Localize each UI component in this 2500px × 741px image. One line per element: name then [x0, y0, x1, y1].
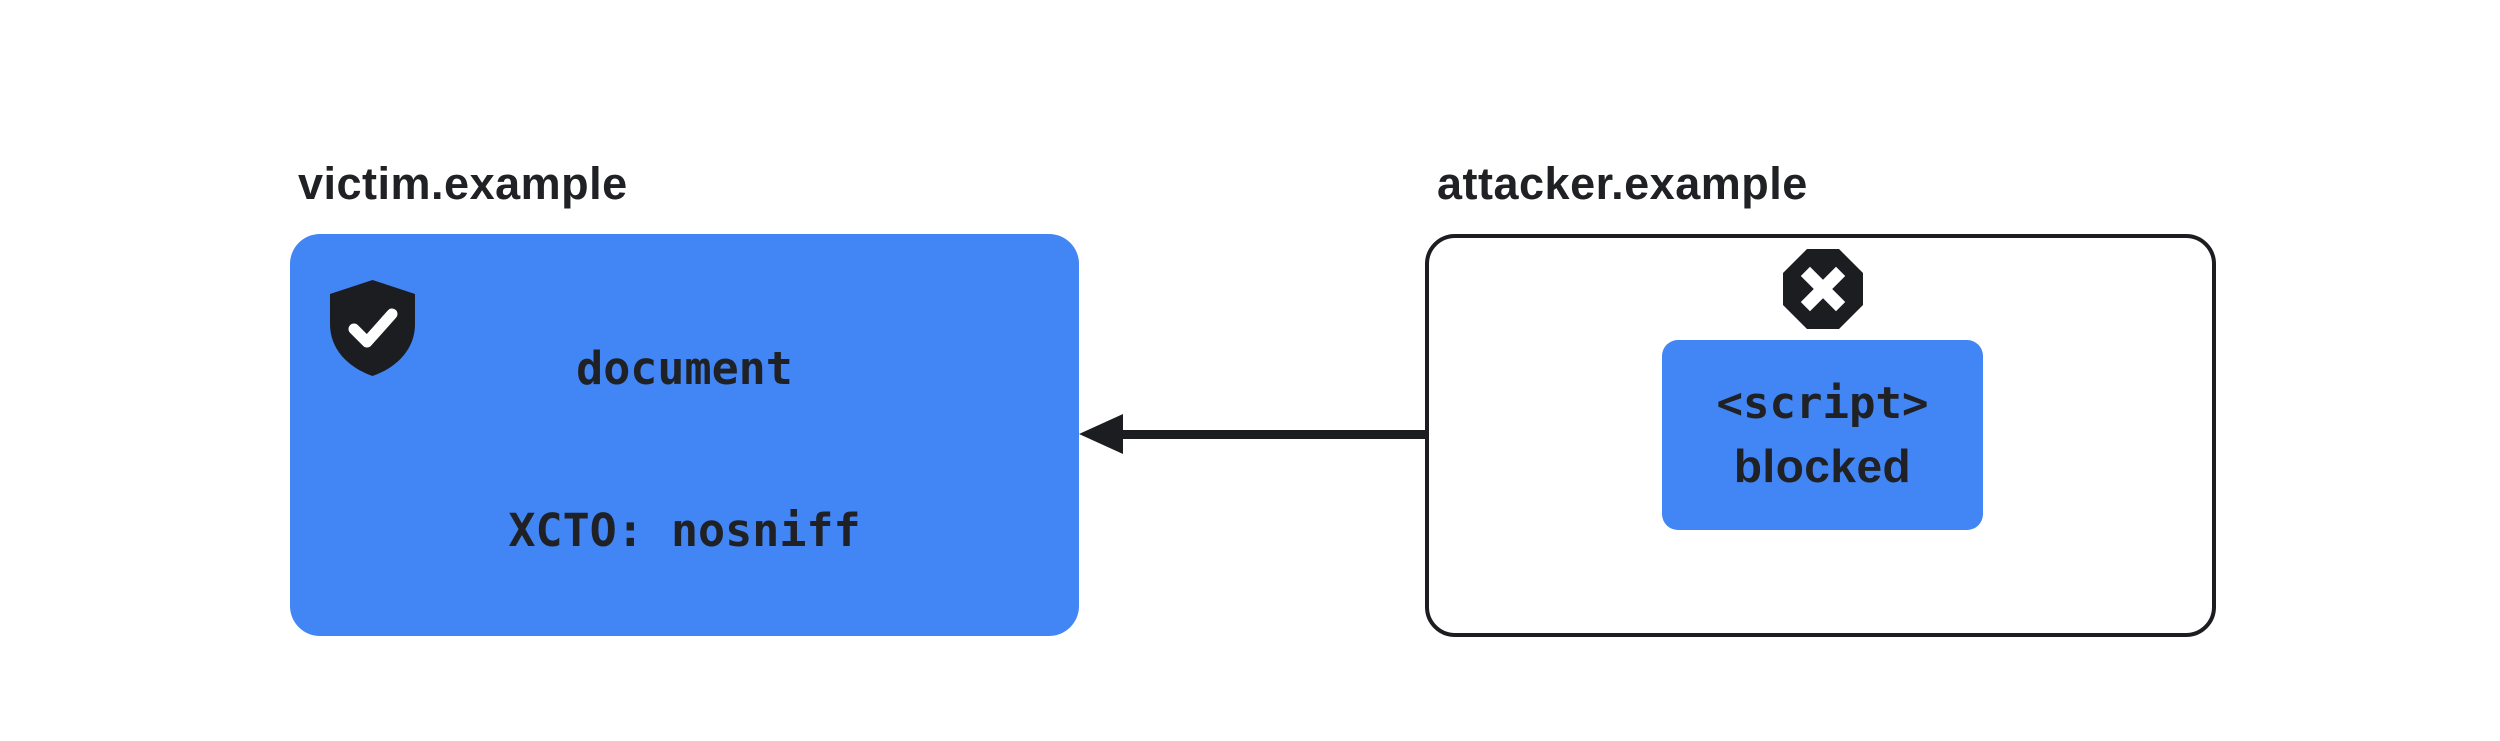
victim-node-line1: document	[576, 342, 793, 395]
shield-check-icon	[330, 280, 415, 376]
victim-document-box: document XCTO: nosniff	[290, 234, 1079, 636]
octagon-x-icon	[1783, 249, 1863, 329]
blocked-status-text: blocked	[1733, 440, 1912, 492]
attacker-domain-label: attacker.example	[1437, 158, 1808, 209]
blocked-response-arrow-head	[1079, 414, 1123, 454]
script-blocked-box: <script> blocked	[1662, 340, 1983, 530]
attacker-page-box: <script> blocked	[1425, 234, 2216, 637]
victim-node-text: document XCTO: nosniff	[508, 234, 860, 666]
script-tag-text: <script>	[1716, 378, 1929, 429]
victim-domain-label: victim.example	[298, 158, 628, 209]
victim-node-line2: XCTO: nosniff	[508, 504, 861, 557]
blocked-response-arrow-line	[1119, 430, 1662, 439]
